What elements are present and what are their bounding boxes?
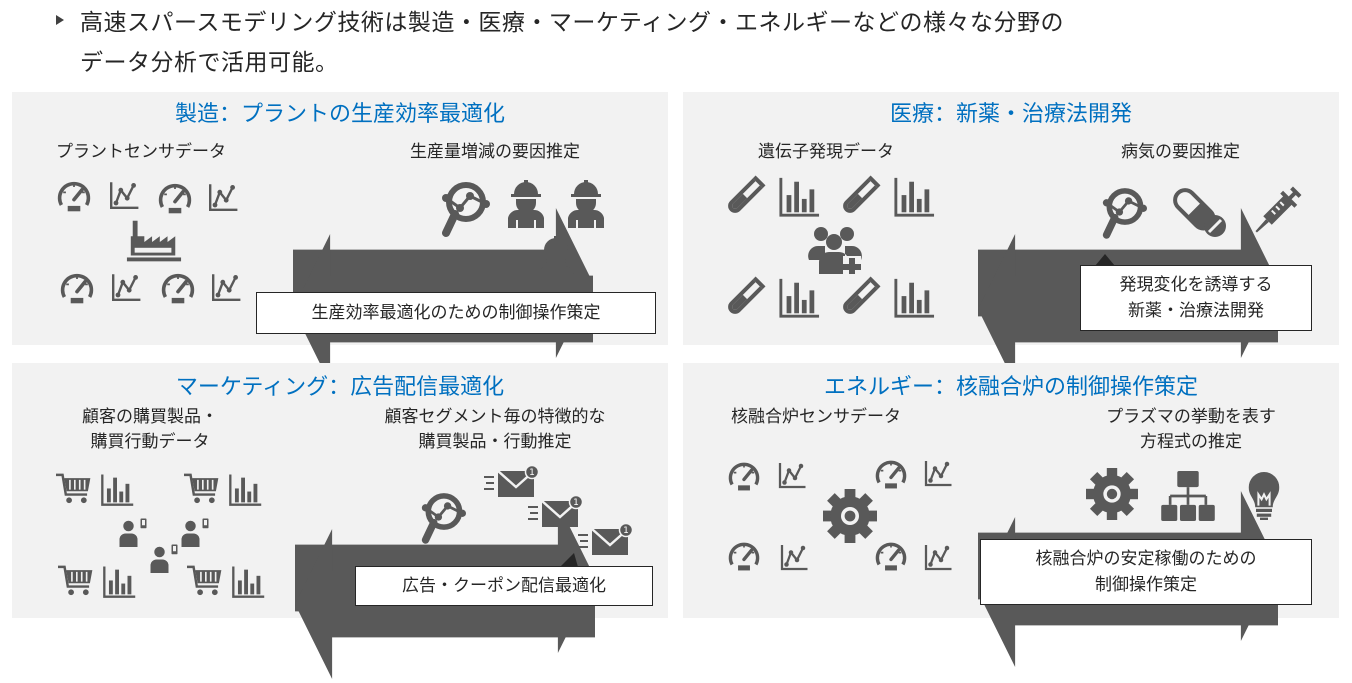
bar-chart-icon bbox=[892, 176, 936, 218]
test-tube-icon bbox=[838, 275, 882, 319]
pills-icon bbox=[1173, 184, 1229, 240]
output-label-line: 方程式の推定 bbox=[1140, 432, 1242, 452]
output-label: 生産量増減の要因推定 bbox=[410, 142, 580, 162]
person-phone-icon bbox=[149, 543, 179, 573]
person-phone-icon bbox=[180, 517, 210, 547]
gauge-icon bbox=[157, 180, 193, 216]
gear-icon bbox=[823, 489, 877, 543]
arrow-right-icon bbox=[293, 208, 390, 226]
test-tube-icon bbox=[723, 174, 767, 218]
input-label: 核融合炉センサデータ bbox=[731, 407, 901, 427]
input-label-line: 顧客の購買製品・ bbox=[82, 407, 218, 427]
arrow-right-icon bbox=[295, 503, 392, 521]
line-chart-icon bbox=[779, 541, 809, 573]
shopping-cart-icon bbox=[187, 563, 223, 597]
worker-icon bbox=[564, 178, 608, 228]
line-chart-icon bbox=[923, 457, 953, 489]
analysis-search-icon bbox=[420, 489, 466, 545]
result-box: 発現変化を誘導する 新薬・治療法開発 bbox=[1080, 265, 1312, 331]
line-chart-icon bbox=[207, 180, 239, 214]
hierarchy-icon bbox=[1161, 471, 1215, 521]
gauge-icon bbox=[727, 459, 761, 493]
output-label-line: 購買製品・行動推定 bbox=[418, 432, 572, 452]
result-text: 発現変化を誘導する bbox=[1119, 275, 1273, 295]
arrow-right-icon bbox=[978, 208, 1075, 226]
output-label-line: 顧客セグメント毎の特徴的な bbox=[384, 407, 606, 427]
result-text: 核融合炉の安定稼働のための bbox=[1035, 549, 1257, 569]
factory-icon bbox=[125, 220, 183, 264]
worker-icon bbox=[504, 178, 548, 228]
gauge-icon bbox=[59, 270, 95, 306]
envelope-notification-icon bbox=[528, 495, 584, 531]
test-tube-icon bbox=[838, 174, 882, 218]
result-text: 広告・クーポン配信最適化 bbox=[402, 576, 606, 596]
arrow-left-icon bbox=[978, 234, 1075, 252]
line-chart-icon bbox=[110, 270, 142, 304]
shopping-cart-icon bbox=[58, 563, 94, 597]
bar-chart-icon bbox=[99, 473, 135, 507]
line-chart-icon bbox=[923, 541, 953, 573]
gauge-icon bbox=[874, 457, 908, 491]
person-phone-icon bbox=[118, 517, 148, 547]
panel-title: 製造：プラントの生産効率最適化 bbox=[174, 102, 505, 127]
shopping-cart-icon bbox=[184, 471, 220, 505]
gauge-icon bbox=[160, 270, 196, 306]
result-box: 広告・クーポン配信最適化 bbox=[355, 566, 653, 606]
bar-chart-icon bbox=[101, 565, 137, 599]
header-line-1: 高速スパースモデリング技術は製造・医療・マーケティング・エネルギーなどの様々な分… bbox=[80, 10, 1065, 36]
bar-chart-icon bbox=[227, 473, 263, 507]
test-tube-icon bbox=[723, 275, 767, 319]
panel-manufacturing: 製造：プラントの生産効率最適化 プラントセンサデータ 生産量増減の要因推定 生産… bbox=[12, 92, 668, 345]
bar-chart-icon bbox=[777, 277, 821, 319]
bullet-icon bbox=[56, 15, 64, 25]
result-box: 生産効率最適化のための制御操作策定 bbox=[256, 292, 656, 334]
shopping-cart-icon bbox=[56, 471, 92, 505]
gauge-icon bbox=[56, 178, 92, 214]
input-label: 遺伝子発現データ bbox=[758, 142, 894, 162]
arrow-left-icon bbox=[295, 529, 392, 547]
analysis-search-icon bbox=[1101, 184, 1147, 240]
output-label: プラズマの挙動を表す 方程式の推定 bbox=[1071, 405, 1311, 455]
panel-title: マーケティング：広告配信最適化 bbox=[175, 375, 505, 400]
panel-title: 医療：新薬・治療法開発 bbox=[889, 102, 1132, 127]
result-box: 核融合炉の安定稼働のための 制御操作策定 bbox=[980, 539, 1312, 605]
output-label: 顧客セグメント毎の特徴的な 購買製品・行動推定 bbox=[350, 405, 640, 455]
result-text: 新薬・治療法開発 bbox=[1128, 301, 1264, 321]
bar-chart-icon bbox=[892, 277, 936, 319]
callout-tail bbox=[560, 553, 578, 567]
arrow-right-icon bbox=[978, 491, 1075, 509]
gear-icon bbox=[1086, 468, 1138, 520]
bar-chart-icon bbox=[230, 565, 266, 599]
line-chart-icon bbox=[777, 459, 807, 491]
line-chart-icon bbox=[210, 270, 242, 304]
bar-chart-icon bbox=[777, 176, 821, 218]
output-label-line: プラズマの挙動を表す bbox=[1106, 407, 1276, 427]
input-label: プラントセンサデータ bbox=[56, 142, 226, 162]
gauge-icon bbox=[727, 539, 761, 573]
callout-tail bbox=[1095, 254, 1115, 266]
input-label-line: 購買行動データ bbox=[90, 432, 210, 452]
panel-energy: エネルギー：核融合炉の制御操作策定 核融合炉センサデータ プラズマの挙動を表す … bbox=[683, 363, 1339, 618]
line-chart-icon bbox=[108, 178, 140, 212]
result-text: 制御操作策定 bbox=[1095, 575, 1197, 595]
lightbulb-icon bbox=[1248, 468, 1280, 524]
output-label: 病気の要因推定 bbox=[1121, 142, 1240, 162]
panel-title: エネルギー：核融合炉の制御操作策定 bbox=[823, 375, 1198, 400]
result-text: 生産効率最適化のための制御操作策定 bbox=[311, 303, 601, 323]
people-add-icon bbox=[807, 224, 863, 274]
analysis-search-icon bbox=[440, 178, 490, 238]
panel-marketing: マーケティング：広告配信最適化 顧客の購買製品・ 購買行動データ 顧客セグメント… bbox=[12, 363, 668, 618]
input-label: 顧客の購買製品・ 購買行動データ bbox=[60, 405, 240, 455]
arrow-left-icon bbox=[293, 234, 390, 252]
panel-medical: 医療：新薬・治療法開発 遺伝子発現データ 病気の要因推定 発現変化を誘導する 新… bbox=[683, 92, 1339, 345]
gauge-icon bbox=[874, 539, 908, 573]
envelope-notification-icon bbox=[578, 523, 634, 559]
header-line-2: データ分析で活用可能。 bbox=[80, 50, 339, 76]
arrow-left-icon bbox=[978, 517, 1075, 535]
syringe-icon bbox=[1248, 184, 1304, 240]
worker-icon bbox=[534, 234, 578, 284]
